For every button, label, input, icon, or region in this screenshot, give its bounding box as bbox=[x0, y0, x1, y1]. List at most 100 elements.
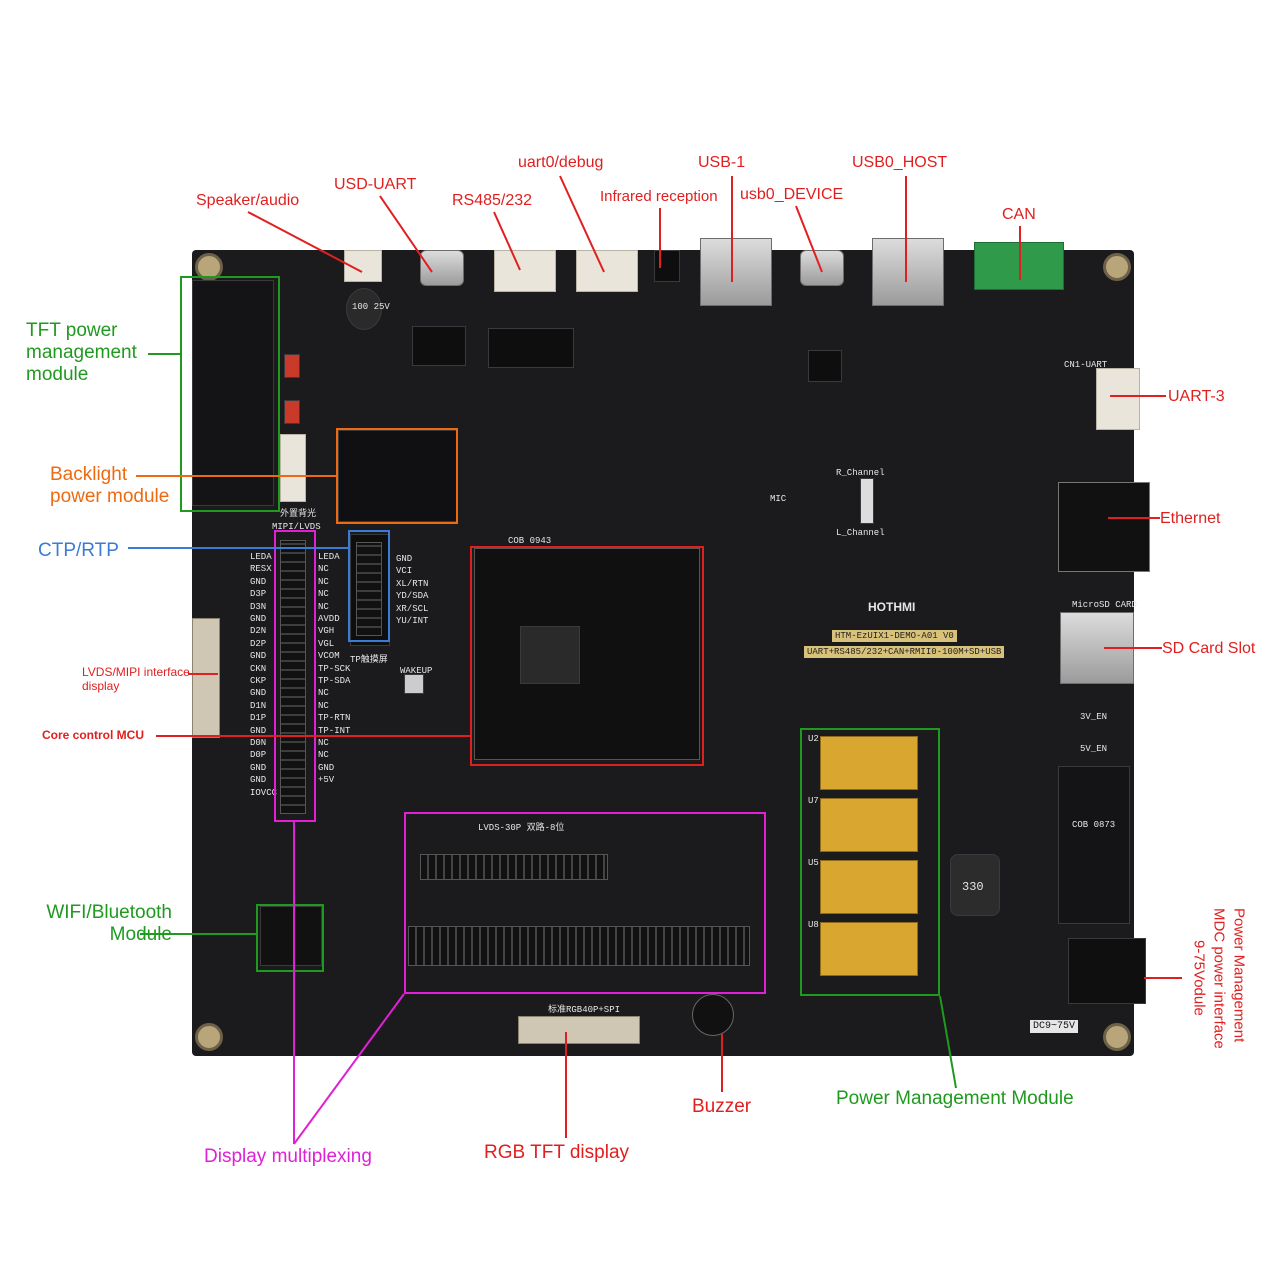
electrolytic-capacitor bbox=[346, 288, 382, 330]
tp-pins bbox=[356, 542, 382, 636]
mipi-left-pin-label: D1N bbox=[250, 700, 267, 711]
label-rs485: RS485/232 bbox=[452, 192, 533, 209]
core-mcu-board bbox=[474, 548, 700, 760]
label-usb1: USB-1 bbox=[698, 154, 746, 171]
speaker-line bbox=[247, 211, 363, 273]
switch bbox=[808, 350, 842, 382]
wifi-box bbox=[256, 904, 324, 972]
rgb-silk: 标准RGB40P+SPI bbox=[548, 1005, 621, 1015]
tft-power-board bbox=[192, 280, 274, 506]
mipi-left-pin-label: RESX bbox=[250, 564, 272, 575]
backlight-silk: 外置背光 bbox=[280, 509, 317, 519]
mipi-left-pin-label: GND bbox=[250, 775, 267, 786]
usb-uart-port bbox=[420, 250, 464, 286]
ic-chip bbox=[412, 326, 466, 366]
mipi-right-pin-label: NC bbox=[318, 564, 329, 575]
psu-module bbox=[820, 798, 918, 852]
core-mcu-box bbox=[470, 546, 704, 766]
tp-pin-label: GND bbox=[396, 554, 413, 564]
3v-en-silk: 3V_EN bbox=[1080, 712, 1108, 722]
microsd-silk: MicroSD CARD bbox=[1072, 600, 1137, 610]
lvds-mipi-fpc bbox=[192, 618, 220, 738]
mipi-right-pin-label: GND bbox=[318, 762, 335, 773]
display-mux-box bbox=[404, 812, 766, 994]
power-mgmt-line bbox=[939, 995, 957, 1089]
label-backlight: Backlight power module bbox=[50, 464, 170, 507]
label-lvds-mipi: LVDS/MIPI interface display bbox=[82, 665, 190, 693]
label-rgb-tft: RGB TFT display bbox=[484, 1142, 630, 1163]
psu-subboard bbox=[1058, 766, 1130, 924]
mipi-right-pin-label: LEDA bbox=[318, 552, 340, 562]
usb0-host-port bbox=[872, 238, 944, 306]
mipi-right-pin-label: +5V bbox=[318, 775, 335, 786]
label-power-vertical-3: 9-75Vodule bbox=[1190, 940, 1208, 1016]
mipi-right-pin-label: NC bbox=[318, 750, 329, 761]
uart3-connector bbox=[1096, 368, 1140, 430]
mipi-left-pin-label: LEDA bbox=[250, 552, 272, 562]
backlight-box bbox=[336, 428, 458, 524]
jumper bbox=[284, 354, 300, 378]
mcu-chip bbox=[520, 626, 580, 684]
tp-pin-label: YD/SDA bbox=[396, 591, 429, 602]
mipi-lvds-silk: MIPI/LVDS bbox=[272, 522, 321, 532]
pcb-board: 100 25V CN1-UART MicroSD CARD 3V_EN 5V_E… bbox=[192, 238, 1150, 1056]
mounting-hole bbox=[1103, 1023, 1131, 1051]
cob-psu-silk: COB 0873 bbox=[1072, 820, 1116, 830]
label-power-vertical-2: MDC power interface bbox=[1210, 908, 1228, 1049]
mipi-left-pin-label: GND bbox=[250, 688, 267, 699]
label-uart3: UART-3 bbox=[1168, 388, 1225, 405]
mipi-right-pin-label: AVDD bbox=[318, 614, 340, 624]
rs485-ic bbox=[488, 328, 574, 368]
label-wifi-bt: WIFI/Bluetooth Module bbox=[46, 902, 172, 945]
mipi-left-pin-label: CKP bbox=[250, 676, 267, 686]
label-tft-power: TFT power management module bbox=[26, 320, 137, 385]
tp-pin-label: XL/RTN bbox=[396, 578, 429, 589]
mipi-right-pin-label: VGH bbox=[318, 626, 335, 637]
tft-power-box bbox=[180, 276, 280, 512]
inductor bbox=[950, 854, 1000, 916]
mipi-left-pin-label: D2P bbox=[250, 638, 267, 649]
usb-uart-line bbox=[379, 195, 433, 273]
model-silk: HTM-EzUIX1-DEMO-A01 V0 bbox=[832, 630, 957, 642]
power-mgmt-box bbox=[800, 728, 940, 996]
label-display-mux: Display multiplexing bbox=[204, 1146, 372, 1167]
wakeup-button bbox=[404, 674, 424, 694]
tp-pin-label: XR/SCL bbox=[396, 603, 429, 614]
mipi-left-pin-label: GND bbox=[250, 762, 267, 773]
uart0-connector bbox=[576, 250, 638, 292]
label-core-mcu: Core control MCU bbox=[42, 728, 144, 742]
usb1-port bbox=[700, 238, 772, 306]
psu-module-label: U2 bbox=[808, 734, 819, 744]
inductor-silk: 330 bbox=[962, 880, 984, 894]
rgb-fpc bbox=[518, 1016, 640, 1044]
mipi-right-pin-label: VCOM bbox=[318, 651, 340, 662]
mipi-left-pin-label: GND bbox=[250, 614, 267, 624]
mipi-right-pin-label: NC bbox=[318, 700, 329, 711]
psu-module bbox=[820, 860, 918, 914]
5v-en-silk: 5V_EN bbox=[1080, 744, 1108, 754]
mipi-left-pin-label: CKN bbox=[250, 663, 267, 674]
mipi-lvds-box bbox=[274, 530, 316, 822]
rs485-line bbox=[493, 211, 521, 271]
usb0-device-line bbox=[795, 205, 823, 273]
label-uart0: uart0/debug bbox=[518, 154, 604, 171]
label-infrared: Infrared reception bbox=[600, 188, 718, 205]
rgb-header bbox=[408, 926, 750, 966]
cob-silk: COB 0943 bbox=[508, 536, 552, 546]
brand-silk: HOTHMI bbox=[868, 600, 916, 614]
label-can: CAN bbox=[1002, 206, 1036, 223]
tp-pin-label: YU/INT bbox=[396, 616, 429, 626]
label-usb0-device: usb0_DEVICE bbox=[740, 186, 844, 203]
mipi-left-pin-label: D1P bbox=[250, 713, 267, 724]
mipi-left-pin-label: D2N bbox=[250, 626, 267, 637]
mipi-lvds-header bbox=[280, 540, 306, 814]
psu-module-label: U8 bbox=[808, 920, 819, 930]
mipi-right-pin-label: TP-SCK bbox=[318, 663, 351, 674]
mipi-left-pin-label: D3P bbox=[250, 589, 267, 600]
ethernet-jack bbox=[1058, 482, 1150, 572]
mipi-left-pin-label: D3N bbox=[250, 601, 267, 612]
lvds-header-silk: LVDS-30P 双路-8位 bbox=[478, 823, 565, 833]
label-sd-card: SD Card Slot bbox=[1162, 640, 1256, 657]
